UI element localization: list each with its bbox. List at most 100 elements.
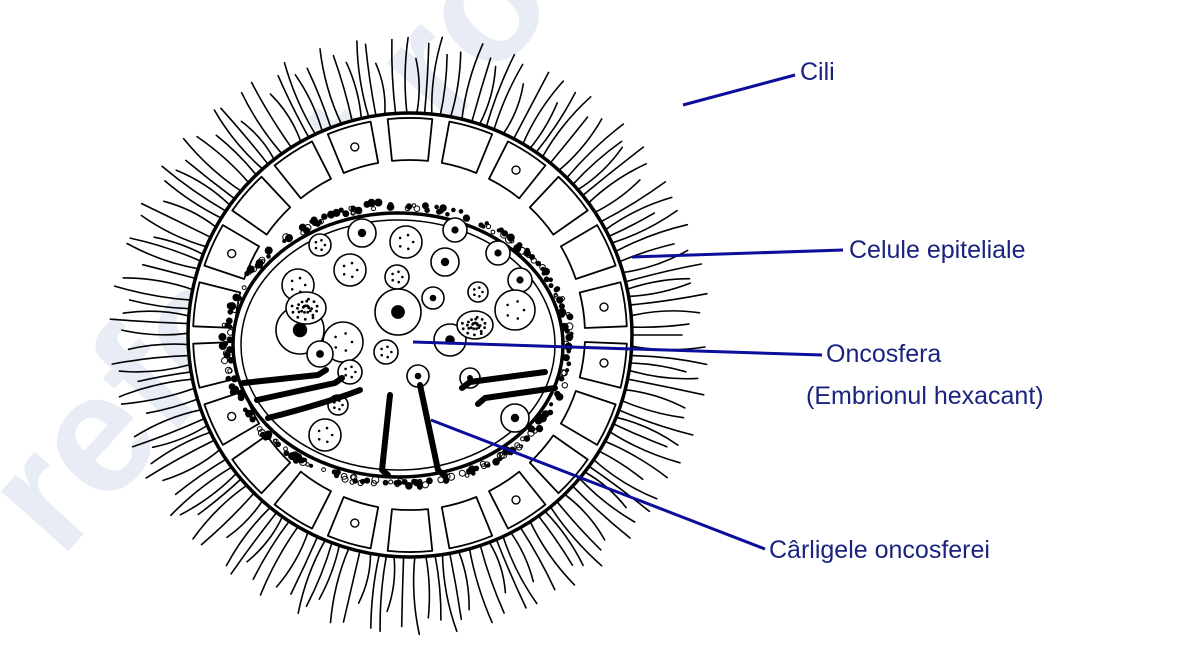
inner-cell-granule (386, 346, 389, 349)
cilium (450, 553, 462, 619)
cilium (632, 324, 689, 327)
cilium (595, 180, 640, 212)
inner-cell-granule (516, 300, 519, 303)
inner-cell-granule (333, 406, 336, 409)
speckle-dot (291, 305, 294, 308)
inner-cell (374, 340, 398, 364)
speckle-dot (481, 318, 484, 321)
speckle-dot (313, 300, 316, 303)
granule (284, 451, 289, 456)
granule (267, 255, 271, 259)
speckle-dot (301, 301, 304, 304)
granule (482, 225, 485, 228)
speckle-dot (316, 305, 319, 308)
speckle-dot (310, 307, 313, 310)
speckle-dot (480, 332, 483, 335)
leader-line-cili (683, 75, 795, 105)
inner-cell-granule (324, 244, 327, 247)
inner-cell-nucleus (451, 226, 458, 233)
granule (360, 479, 364, 483)
inner-cell-granule (473, 288, 476, 291)
inner-cell-granule (299, 277, 302, 280)
inner-cell-granule (338, 408, 341, 411)
granule (376, 202, 380, 206)
granule (446, 213, 450, 217)
granule (266, 435, 270, 439)
cilium (426, 556, 430, 617)
cilium (459, 552, 469, 610)
granule (459, 210, 463, 214)
inner-cell-granule (350, 376, 353, 379)
granule (368, 199, 375, 206)
cilium (227, 501, 262, 538)
cilium (435, 556, 441, 620)
inner-cell-granule (320, 248, 323, 251)
inner-cell-granule (407, 248, 410, 251)
speckle-dot (462, 327, 465, 330)
granule (550, 403, 553, 406)
inner-cell-granule (326, 441, 329, 444)
speckle-dot (296, 307, 299, 310)
cilium (443, 555, 457, 632)
inner-cell-granule (397, 271, 400, 274)
inner-cell-granule (478, 295, 481, 298)
epithelial-cell (388, 509, 433, 552)
epithelial-cell (388, 118, 433, 161)
inner-cell (309, 234, 331, 256)
cilium (613, 424, 666, 447)
inner-cell (334, 254, 366, 286)
inner-cell-granule (478, 286, 481, 289)
label-oncosfera: Oncosfera (826, 340, 941, 368)
speckle-dot (476, 316, 479, 319)
cilium (277, 532, 308, 587)
speckle-dot (470, 326, 473, 329)
cilium (550, 117, 587, 163)
granule (383, 480, 388, 485)
cilium (231, 513, 277, 574)
labels: Cili Celule epiteliale Oncosfera (Embrio… (769, 58, 1044, 564)
inner-cell-granule (320, 239, 323, 242)
speckle-dot (312, 316, 315, 319)
granule (328, 211, 335, 218)
speckle-dot (303, 311, 306, 314)
cilium (583, 147, 644, 195)
inner-cell-granule (315, 247, 318, 250)
speckle-dot (483, 326, 486, 329)
speckle-dot (315, 310, 318, 313)
granule (570, 332, 573, 335)
speckle-dot (467, 321, 470, 324)
inner-cell-granule (343, 265, 346, 268)
inner-cell (309, 419, 341, 451)
inner-cell-nucleus (441, 258, 449, 266)
granule (469, 466, 476, 473)
cilium (630, 363, 686, 372)
inner-cell-nucleus (430, 295, 437, 302)
inner-cell-granule (507, 314, 510, 317)
inner-cell-granule (523, 309, 526, 312)
cilium (629, 370, 698, 378)
cilium (387, 556, 395, 611)
inner-cell-nucleus (293, 323, 307, 337)
granule (530, 255, 535, 260)
granule (444, 478, 449, 483)
cilium (610, 432, 680, 463)
label-cili: Cili (800, 58, 835, 86)
inner-cell-granule (345, 349, 348, 352)
inner-cell-granule (386, 356, 389, 359)
granule (255, 263, 260, 268)
inner-cell-granule (397, 281, 400, 284)
granule (402, 480, 407, 485)
speckle-dot (461, 322, 464, 325)
inner-cell-granule (380, 354, 383, 357)
inner-cell-nucleus (494, 249, 501, 256)
granule (559, 304, 564, 309)
inner-cell-granule (344, 332, 347, 335)
granule (364, 478, 369, 483)
cilium (601, 182, 665, 222)
inner-cell-granule (335, 346, 338, 349)
granule (283, 239, 286, 242)
speckle-dot (479, 324, 482, 327)
label-carligele-oncosferei: Cârligele oncosferei (769, 536, 990, 564)
inner-cell-granule (391, 279, 394, 282)
granule (524, 436, 530, 442)
